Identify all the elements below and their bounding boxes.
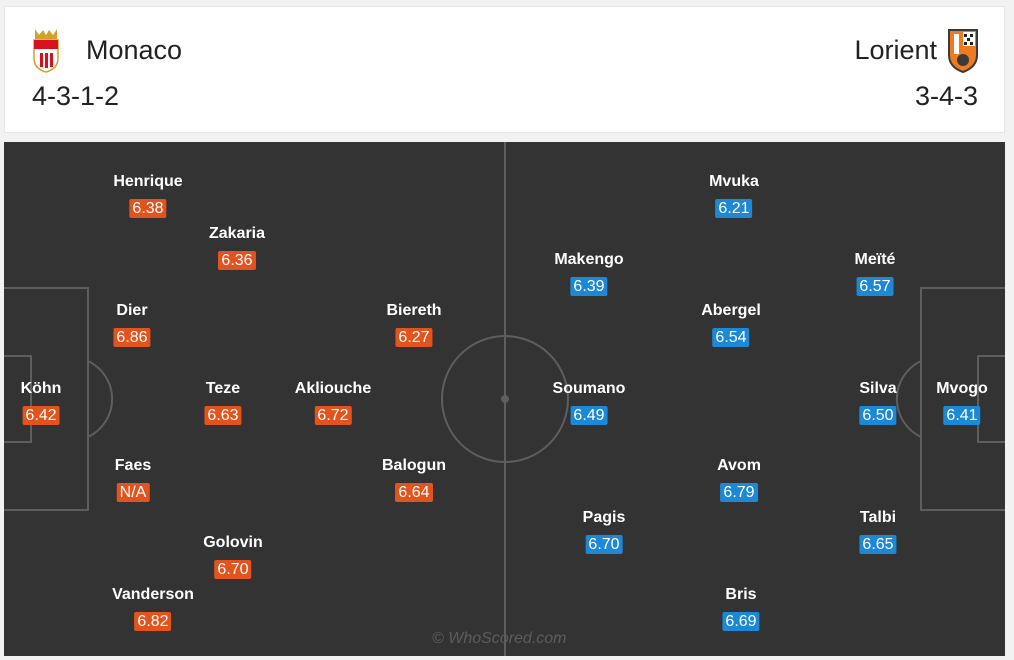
home-player[interactable]: Henrique 6.38 <box>113 173 183 218</box>
player-rating-badge: 6.27 <box>395 328 433 347</box>
player-rating-badge: 6.57 <box>856 277 894 296</box>
home-player[interactable]: Vanderson 6.82 <box>112 586 194 631</box>
away-player[interactable]: Bris 6.69 <box>722 586 760 631</box>
player-name[interactable]: Bris <box>725 586 757 603</box>
player-rating-badge: 6.36 <box>218 251 256 270</box>
player-name[interactable]: Faes <box>114 457 152 474</box>
away-player[interactable]: Avom 6.79 <box>717 457 761 502</box>
player-name[interactable]: Mvogo <box>936 380 988 397</box>
player-name[interactable]: Zakaria <box>208 225 266 242</box>
player-name[interactable]: Meïté <box>854 251 896 268</box>
player-rating-badge: 6.86 <box>113 328 151 347</box>
lorient-crest-icon[interactable] <box>946 27 980 73</box>
player-name[interactable]: Henrique <box>113 173 183 190</box>
away-player[interactable]: Meïté 6.57 <box>854 251 896 296</box>
home-formation: 4-3-1-2 <box>32 81 120 111</box>
home-player[interactable]: Golovin 6.70 <box>203 534 263 579</box>
player-rating-badge: 6.54 <box>712 328 750 347</box>
away-player[interactable]: Silva 6.50 <box>859 380 897 425</box>
player-name[interactable]: Dier <box>116 302 148 319</box>
away-player[interactable]: Talbi 6.65 <box>859 509 897 554</box>
player-rating-badge: 6.63 <box>204 406 242 425</box>
home-player[interactable]: Zakaria 6.36 <box>209 225 265 270</box>
home-player[interactable]: Balogun 6.64 <box>382 457 446 502</box>
away-player[interactable]: Makengo 6.39 <box>554 251 624 296</box>
match-header: Monaco 4-3-1-2 Lorient 3-4-3 <box>4 6 1005 133</box>
pitch-markings <box>4 142 1005 656</box>
away-player[interactable]: Pagis 6.70 <box>582 509 626 554</box>
player-name[interactable]: Talbi <box>859 509 897 526</box>
player-name[interactable]: Köhn <box>20 380 62 397</box>
player-rating-badge: 6.41 <box>943 406 981 425</box>
away-team-name[interactable]: Lorient <box>854 35 937 65</box>
home-player[interactable]: Teze 6.63 <box>204 380 242 425</box>
player-rating-badge: 6.82 <box>134 612 172 631</box>
player-rating-badge: 6.21 <box>715 199 753 218</box>
monaco-crest-icon[interactable] <box>31 27 61 73</box>
player-name[interactable]: Pagis <box>582 509 626 526</box>
player-rating-badge: 6.42 <box>22 406 60 425</box>
player-rating-badge: 6.65 <box>859 535 897 554</box>
away-player[interactable]: Mvogo 6.41 <box>936 380 988 425</box>
player-rating-badge: 6.50 <box>859 406 897 425</box>
home-player[interactable]: Köhn 6.42 <box>20 380 62 425</box>
player-name[interactable]: Abergel <box>701 302 761 319</box>
player-rating-badge: 6.69 <box>722 612 760 631</box>
player-name[interactable]: Makengo <box>554 251 624 268</box>
player-rating-badge: 6.64 <box>395 483 433 502</box>
home-player[interactable]: Dier 6.86 <box>113 302 151 347</box>
player-rating-badge: 6.39 <box>570 277 608 296</box>
player-name[interactable]: Avom <box>717 457 761 474</box>
player-rating-badge: 6.38 <box>129 199 167 218</box>
away-formation: 3-4-3 <box>914 81 978 111</box>
player-rating-badge: 6.70 <box>214 560 252 579</box>
player-rating-badge: 6.49 <box>570 406 608 425</box>
player-name[interactable]: Soumano <box>552 380 626 397</box>
player-name[interactable]: Golovin <box>203 534 263 551</box>
home-player[interactable]: Akliouche 6.72 <box>295 380 371 425</box>
player-rating-badge: 6.72 <box>314 406 352 425</box>
player-name[interactable]: Teze <box>205 380 241 397</box>
away-player[interactable]: Mvuka 6.21 <box>709 173 759 218</box>
player-name[interactable]: Biereth <box>386 302 442 319</box>
player-rating-badge: 6.79 <box>720 483 758 502</box>
player-name[interactable]: Balogun <box>382 457 446 474</box>
player-name[interactable]: Mvuka <box>709 173 759 190</box>
player-name[interactable]: Silva <box>859 380 897 397</box>
away-player[interactable]: Abergel 6.54 <box>701 302 761 347</box>
player-rating-badge: N/A <box>116 483 150 502</box>
whoscored-watermark: © WhoScored.com <box>432 630 567 647</box>
player-name[interactable]: Vanderson <box>112 586 194 603</box>
home-player[interactable]: Biereth 6.27 <box>386 302 442 347</box>
home-team-name[interactable]: Monaco <box>86 35 183 65</box>
player-rating-badge: 6.70 <box>585 535 623 554</box>
away-player[interactable]: Soumano 6.49 <box>552 380 626 425</box>
player-name[interactable]: Akliouche <box>294 380 372 397</box>
